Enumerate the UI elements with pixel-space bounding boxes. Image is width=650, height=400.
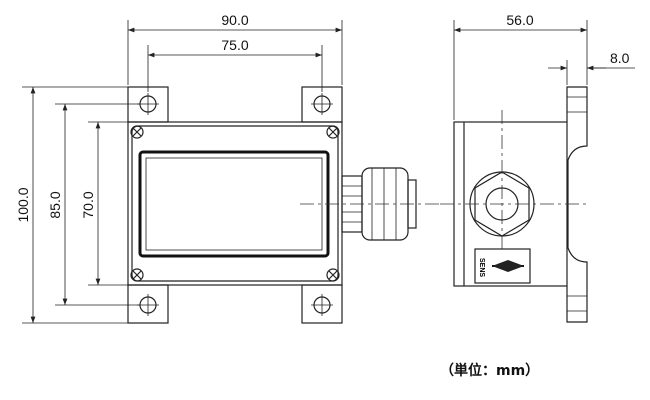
front-dimensions: 90.0 75.0 100.0 85.0 70.0 [15,12,343,324]
dim-hole-spacing-x: 75.0 [221,37,248,53]
dim-body-height: 70.0 [80,191,96,218]
display-window [138,150,330,258]
dim-flange-thickness: 8.0 [610,50,630,66]
unit-note: （単位：mm） [440,363,540,379]
dim-overall-height: 100.0 [15,187,31,222]
sens-label: SENS [474,248,531,284]
screws [130,125,340,282]
dim-overall-width: 90.0 [221,12,248,28]
dim-hole-spacing-y: 85.0 [47,191,63,218]
dim-side-depth: 56.0 [506,12,533,28]
front-view [127,86,440,324]
side-dimensions: 56.0 8.0 [453,12,635,120]
side-view: SENS [440,86,590,323]
sens-label-text: SENS [478,258,485,277]
